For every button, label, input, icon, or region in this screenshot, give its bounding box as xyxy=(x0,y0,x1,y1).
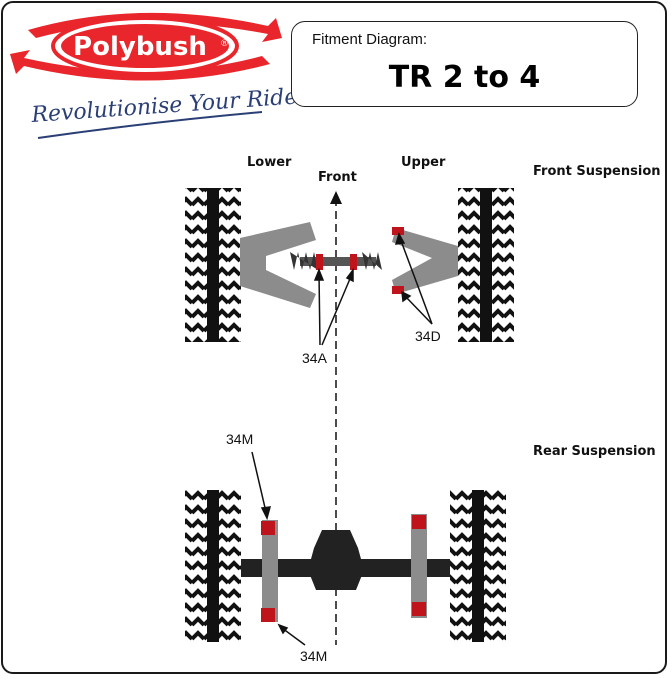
rear-left-spring xyxy=(261,520,278,622)
upper-wishbone xyxy=(392,227,458,294)
callout-34d-arrows xyxy=(394,232,433,325)
front-right-tyre xyxy=(458,188,514,342)
lower-wishbone xyxy=(240,222,316,308)
bush-34d-bottom xyxy=(392,286,404,294)
bush-34a-left xyxy=(316,254,323,270)
callout-34m-bottom: 34M xyxy=(300,648,328,664)
front-arrow-icon xyxy=(330,191,342,204)
front-label: Front xyxy=(318,170,357,185)
rear-right-spring xyxy=(411,514,427,618)
callout-34d: 34D xyxy=(415,328,441,344)
polybush-logo: Polybush ® Revolutionise Your Ride xyxy=(10,12,298,139)
bush-34m-right-front xyxy=(412,515,426,529)
callout-34m-top: 34M xyxy=(226,431,254,447)
fitment-title: TR 2 to 4 xyxy=(388,60,541,95)
front-tie-bar xyxy=(290,252,382,270)
bush-34d-top xyxy=(392,227,404,235)
fitment-subtitle: Fitment Diagram: xyxy=(312,31,428,48)
bush-34a-right xyxy=(350,254,357,270)
front-suspension-heading: Front Suspension xyxy=(533,164,661,179)
rear-right-tyre xyxy=(450,490,506,642)
bush-34m-left-front xyxy=(261,521,275,535)
rear-axle xyxy=(241,530,450,590)
callout-34a: 34A xyxy=(302,350,327,366)
callout-34m-arrows xyxy=(251,451,306,646)
centre-line xyxy=(330,191,342,645)
bush-34m-left-rear xyxy=(261,608,275,622)
rear-suspension-heading: Rear Suspension xyxy=(533,444,656,459)
rear-left-tyre xyxy=(185,490,241,642)
callout-34a-arrows xyxy=(313,267,354,346)
logo-registered: ® xyxy=(220,39,229,49)
fitment-title-box: Fitment Diagram: TR 2 to 4 xyxy=(291,21,638,107)
front-left-tyre xyxy=(185,188,241,342)
lower-label: Lower xyxy=(247,155,292,170)
logo-brand: Polybush xyxy=(73,32,207,62)
bush-34m-right-rear xyxy=(412,602,426,616)
upper-label: Upper xyxy=(401,155,446,170)
